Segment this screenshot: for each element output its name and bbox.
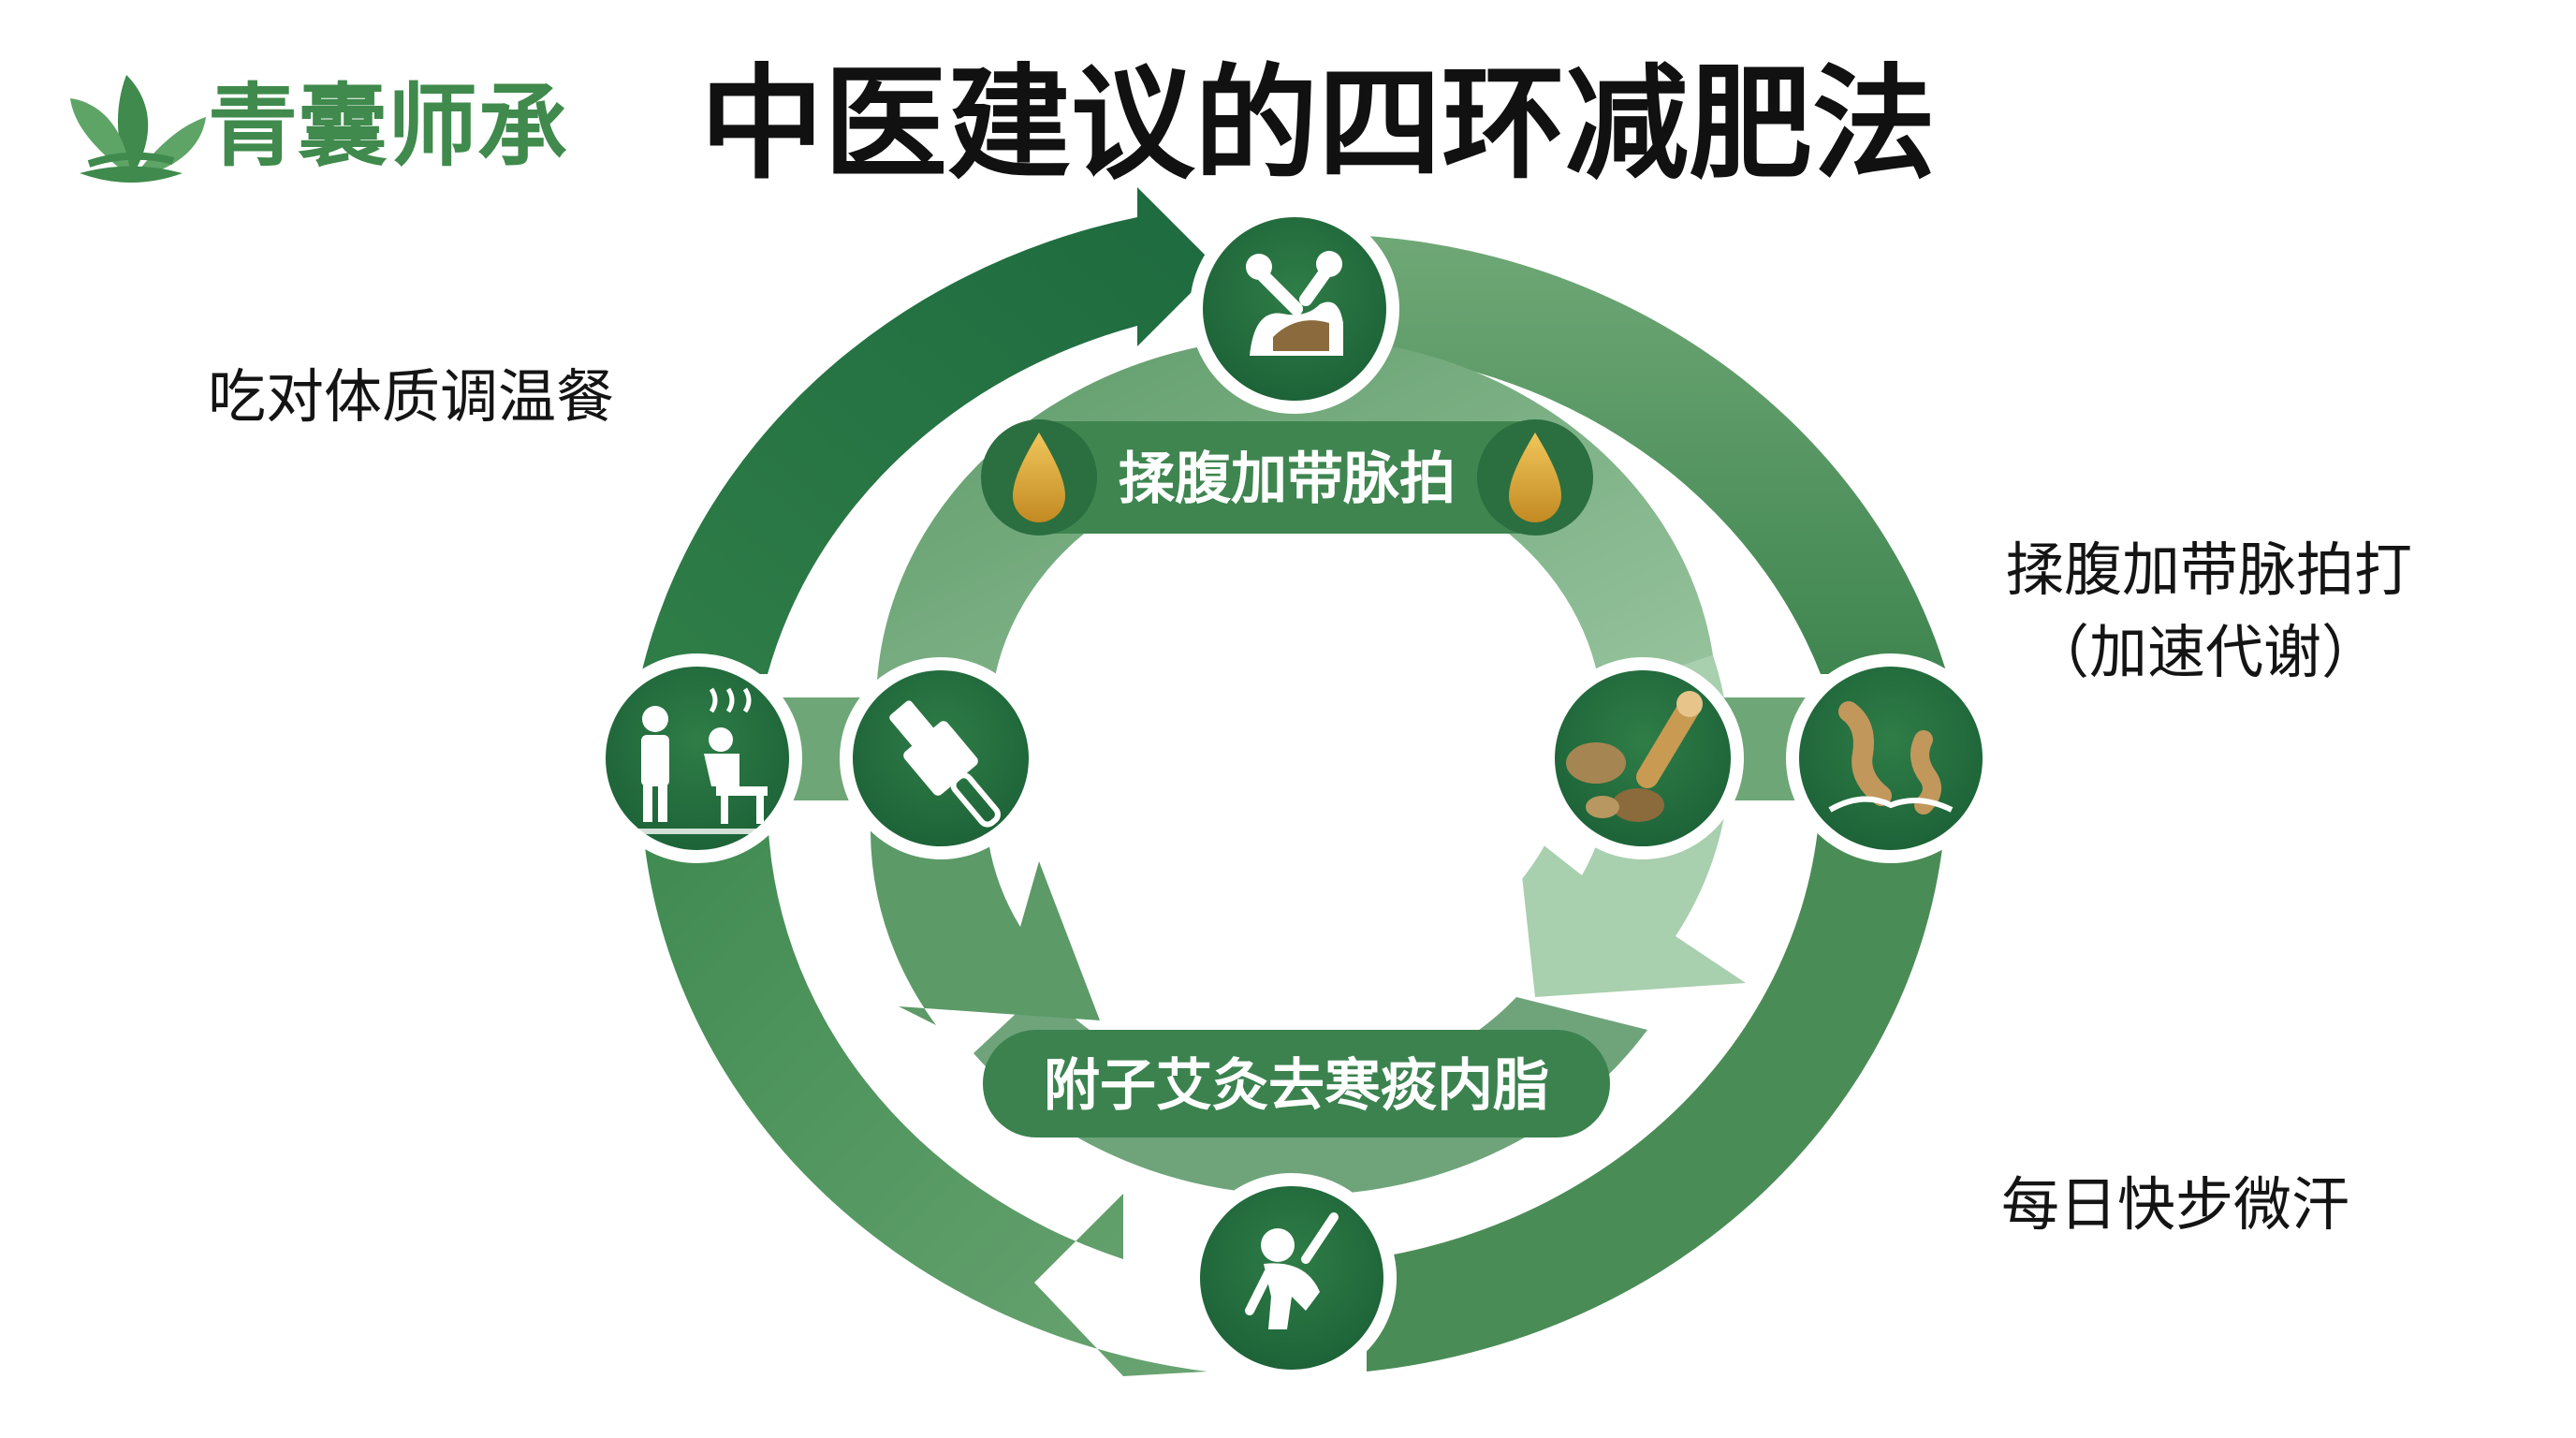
step-label-bottom-right: 每日快步微汗	[2001, 1170, 2349, 1239]
outer-arrow-right-lower	[1367, 768, 1948, 1372]
top-banner: 揉腹加带脉拍	[981, 419, 1593, 536]
top-banner-label: 揉腹加带脉拍	[1119, 447, 1456, 512]
step-label-top-left: 吃对体质调温餐	[208, 362, 614, 431]
step-label-right-line1: 揉腹加带脉拍打	[2006, 536, 2412, 604]
page-title: 中医建议的四环减肥法	[700, 52, 1936, 197]
oil-drop-icon	[1509, 433, 1561, 522]
outer-arrow-bottom-left	[641, 805, 1208, 1376]
outer-arrow-right	[1310, 233, 1947, 675]
warm-meal-people-icon	[593, 653, 802, 863]
outer-arrow-top-left	[641, 187, 1217, 674]
oil-drop-icon	[1013, 433, 1065, 522]
brisk-walking-icon	[1187, 1173, 1397, 1383]
leaf-sprout-icon	[70, 75, 206, 183]
abdominal-massage-icon	[1190, 204, 1399, 414]
bottom-banner-label: 附子艾灸去寒痰内脂	[1044, 1053, 1549, 1119]
herbal-roots-icon	[1786, 653, 1996, 863]
moxa-stick-icon	[840, 657, 1042, 859]
brand-name: 青囊师承	[208, 74, 567, 179]
herbs-mortar-icon	[1542, 657, 1744, 859]
bottom-banner: 附子艾灸去寒痰内脂	[983, 1030, 1610, 1137]
inner-center	[1011, 496, 1573, 983]
brand-logo: 青囊师承	[70, 74, 567, 183]
step-label-right-line2: （加速代谢）	[2031, 618, 2379, 686]
